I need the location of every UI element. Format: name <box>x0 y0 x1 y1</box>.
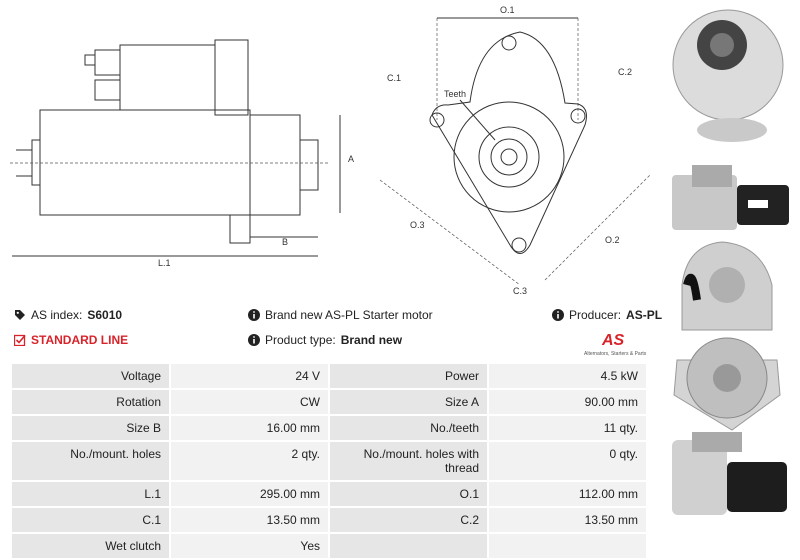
as-index-label: AS index: <box>31 308 83 322</box>
photo-side-2[interactable] <box>672 432 787 515</box>
dim-c1-label: C.1 <box>387 73 401 83</box>
checkbox-icon <box>14 334 26 346</box>
producer-value: AS-PL <box>626 308 663 322</box>
spec-label: Rotation <box>12 390 169 414</box>
dim-c3-label: C.3 <box>513 286 527 296</box>
product-photos <box>672 9 789 515</box>
as-index-value: S6010 <box>87 308 123 322</box>
spec-value: 295.00 mm <box>171 482 328 506</box>
spec-label: Size B <box>12 416 169 440</box>
producer: Producer: AS-PL <box>552 308 662 322</box>
dim-l1-label: L.1 <box>158 258 171 268</box>
spec-value: 4.5 kW <box>489 364 646 388</box>
spec-value: 112.00 mm <box>489 482 646 506</box>
spec-value: 90.00 mm <box>489 390 646 414</box>
spec-label <box>330 534 487 558</box>
photo-rear-top[interactable] <box>681 241 773 331</box>
spec-label: Size A <box>330 390 487 414</box>
spec-value: 16.00 mm <box>171 416 328 440</box>
table-row: Rotation CW Size A 90.00 mm <box>12 390 646 414</box>
spec-label: No./mount. holes <box>12 442 169 480</box>
spec-value <box>489 534 646 558</box>
spec-label: No./teeth <box>330 416 487 440</box>
spec-value: CW <box>171 390 328 414</box>
info-icon <box>248 309 260 321</box>
product-description: Brand new AS-PL Starter motor <box>248 308 433 322</box>
spec-value: 11 qty. <box>489 416 646 440</box>
spec-value: Yes <box>171 534 328 558</box>
info-icon <box>248 334 260 346</box>
teeth-label: Teeth <box>444 89 466 99</box>
tag-icon <box>15 310 25 320</box>
spec-label: L.1 <box>12 482 169 506</box>
spec-value: 24 V <box>171 364 328 388</box>
table-row: Size B 16.00 mm No./teeth 11 qty. <box>12 416 646 440</box>
dim-o3-label: O.3 <box>410 220 425 230</box>
logo-text: AS <box>601 332 625 349</box>
product-info: AS index: S6010 Brand new AS-PL Starter … <box>14 305 662 353</box>
dim-o1-label: O.1 <box>500 5 515 15</box>
table-row: Voltage 24 V Power 4.5 kW <box>12 364 646 388</box>
product-type-label: Product type: <box>265 333 336 347</box>
dim-o2-label: O.2 <box>605 235 620 245</box>
front-view: O.1 O.3 O.2 C.1 C.2 C.3 Teeth <box>379 5 651 296</box>
spec-label: C.2 <box>330 508 487 532</box>
standard-line: STANDARD LINE <box>14 333 128 347</box>
spec-table: Voltage 24 V Power 4.5 kW Rotation CW Si… <box>10 362 648 560</box>
dim-c2-label: C.2 <box>618 67 632 77</box>
spec-label: O.1 <box>330 482 487 506</box>
logo-tagline: Alternators, Starters & Parts <box>584 351 647 357</box>
photo-front[interactable] <box>672 9 784 142</box>
producer-label: Producer: <box>569 308 622 322</box>
product-type-value: Brand new <box>340 333 403 347</box>
description-text: Brand new AS-PL Starter motor <box>265 308 433 322</box>
product-type: Product type: Brand new <box>248 333 402 347</box>
spec-label: Wet clutch <box>12 534 169 558</box>
spec-label: Power <box>330 364 487 388</box>
spec-value: 13.50 mm <box>489 508 646 532</box>
table-row: L.1 295.00 mm O.1 112.00 mm <box>12 482 646 506</box>
spec-label: Voltage <box>12 364 169 388</box>
dim-a-label: A <box>348 154 354 164</box>
as-pl-logo: AS Alternators, Starters & Parts <box>584 332 647 357</box>
table-row: No./mount. holes 2 qty. No./mount. holes… <box>12 442 646 480</box>
info-icon <box>552 309 564 321</box>
photo-rear[interactable] <box>673 337 781 431</box>
spec-value: 13.50 mm <box>171 508 328 532</box>
spec-value: 2 qty. <box>171 442 328 480</box>
table-row: Wet clutch Yes <box>12 534 646 558</box>
spec-label: No./mount. holes with thread <box>330 442 487 480</box>
side-view: A B L.1 <box>10 39 354 268</box>
technical-drawing: A B L.1 O.1 O.3 O.2 C.1 C.2 C.3 Teeth <box>10 5 651 296</box>
standard-line-label: STANDARD LINE <box>31 333 129 347</box>
table-row: C.1 13.50 mm C.2 13.50 mm <box>12 508 646 532</box>
spec-value: 0 qty. <box>489 442 646 480</box>
photo-side[interactable] <box>672 165 789 230</box>
dim-b-label: B <box>282 237 288 247</box>
spec-label: C.1 <box>12 508 169 532</box>
as-index: AS index: S6010 <box>14 308 122 322</box>
